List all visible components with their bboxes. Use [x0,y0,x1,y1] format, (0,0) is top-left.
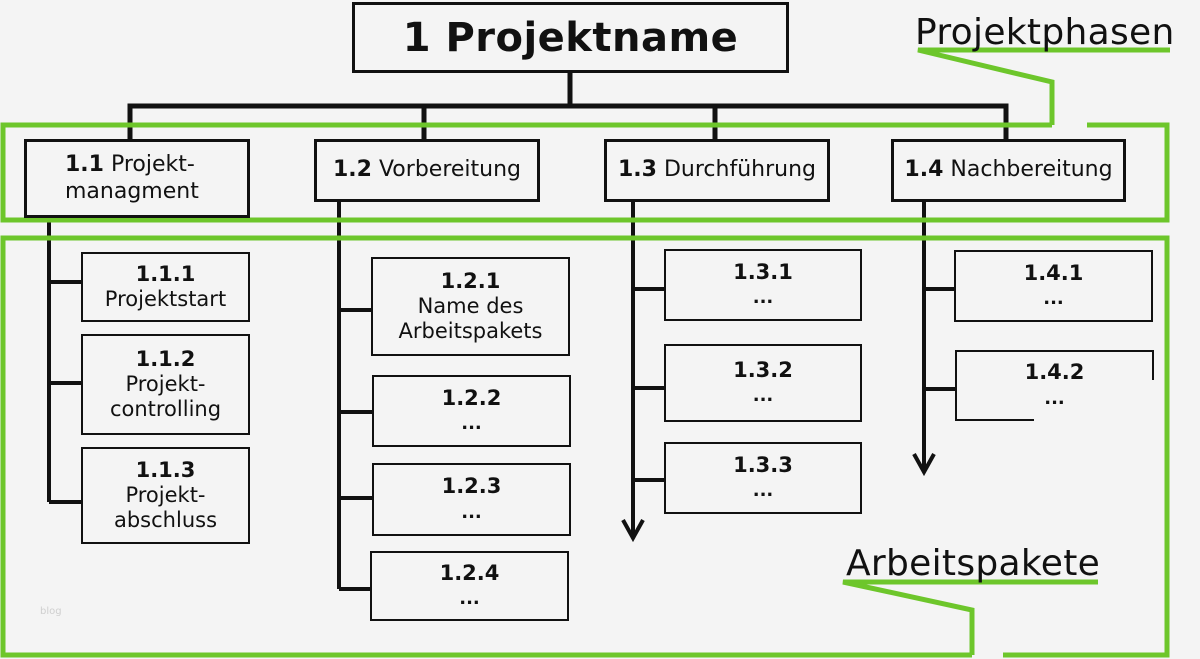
watermark: blog [40,606,62,617]
workpackage-placeholder: ... [752,385,774,406]
workpackage-placeholder: ... [461,413,482,434]
workpackage-number: 1.1.2 [135,346,196,371]
root-node[interactable]: 1 Projektname [352,2,789,73]
workpackage-number: 1.4.2 [1024,360,1085,385]
workpackage-1-1-1[interactable]: 1.1.1 Projektstart [81,252,250,322]
workpackage-name: Projekt- [125,482,206,507]
phase-node-1-1[interactable]: 1.1 Projekt- managment [24,139,250,218]
workpackages-callout [842,579,1098,655]
phase-name: Nachbereitung [950,157,1113,183]
workpackage-name-line2: controlling [109,397,222,422]
phase-name-line2: managment [65,178,199,204]
workpackage-1-1-2[interactable]: 1.1.2 Projekt- controlling [81,334,250,435]
workpackage-number: 1.2.2 [441,385,502,410]
workpackage-number: 1.2.4 [439,560,500,585]
workpackage-placeholder: ... [752,480,774,501]
phase-node-1-2[interactable]: 1.2 Vorbereitung [314,139,540,202]
workpackage-placeholder: ... [1043,288,1064,309]
workpackage-name: Projektstart [104,287,227,311]
workpackage-number: 1.2.3 [441,474,502,499]
workpackage-1-2-2[interactable]: 1.2.2 ... [372,375,571,447]
workpackage-1-3-1[interactable]: 1.3.1 ... [664,249,862,321]
workpackage-number: 1.1.1 [135,261,196,286]
phase-name: Projekt- [110,152,195,178]
workpackage-name-line2: Arbeitspakets [398,319,543,344]
phase-node-1-3[interactable]: 1.3 Durchführung [604,139,830,202]
phase-number: 1.2 [332,157,372,183]
workpackage-1-1-3[interactable]: 1.1.3 Projekt- abschluss [81,447,250,544]
phases-annotation: Projektphasen [915,12,1175,53]
workpackage-placeholder: ... [459,588,480,609]
workpackage-1-2-4[interactable]: 1.2.4 ... [370,551,569,621]
workpackage-name: Name des [417,293,524,318]
workpackage-1-2-3[interactable]: 1.2.3 ... [372,463,571,536]
phases-callout [917,47,1170,125]
phase-name: Vorbereitung [378,157,522,183]
workpackage-1-4-1[interactable]: 1.4.1 ... [954,250,1153,322]
workpackage-1-4-2[interactable]: 1.4.2 ... [955,350,1154,421]
phases-frame [0,122,1170,223]
workpackage-1-2-1[interactable]: 1.2.1 Name des Arbeitspakets [371,257,570,356]
phase-number: 1.4 [904,157,944,183]
workpackage-number: 1.4.1 [1023,260,1084,285]
workpackage-number: 1.2.1 [440,268,501,293]
workpackage-number: 1.3.2 [733,357,793,382]
workpackage-number: 1.3.1 [733,259,793,284]
workpackage-placeholder: ... [461,501,482,523]
phase-number: 1.3 [618,157,657,183]
phase-number: 1.1 [65,152,104,178]
workpackages-annotation: Arbeitspakete [846,543,1101,584]
workpackage-number: 1.3.3 [733,452,793,477]
workpackage-placeholder: ... [752,287,774,308]
workpackage-name-line2: abschluss [113,508,218,533]
workpackage-1-3-3[interactable]: 1.3.3 ... [664,442,862,514]
root-label: 1 Projektname [402,14,739,61]
workpackages-frame [0,235,1170,658]
phase-node-1-4[interactable]: 1.4 Nachbereitung [891,139,1126,202]
workpackage-name: Projekt- [125,371,206,396]
workpackage-placeholder: ... [1044,387,1065,409]
workpackage-1-3-2[interactable]: 1.3.2 ... [664,344,862,422]
workpackage-number: 1.1.3 [135,457,196,482]
phase-name: Durchführung [663,157,816,183]
